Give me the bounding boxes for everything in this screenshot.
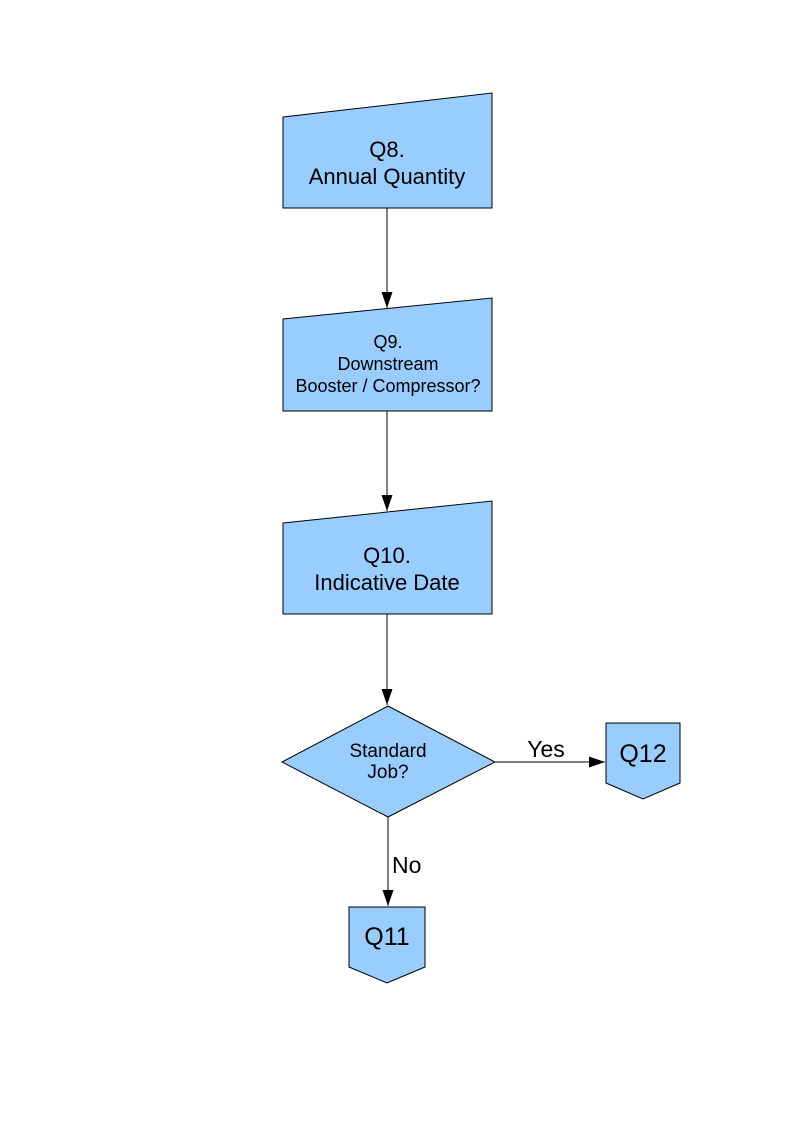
node-q8: Q8. Annual Quantity	[282, 92, 493, 209]
node-q9-label-line3: Booster / Compressor?	[295, 376, 480, 396]
decision-label-line1: Standard	[349, 741, 426, 762]
node-q11-label: Q11	[364, 923, 409, 951]
edge-label-no: No	[392, 852, 421, 878]
node-q8-label-line1: Q8.	[369, 137, 404, 162]
decision-diamond-shape	[280, 705, 497, 818]
edge-label-yes: Yes	[527, 736, 565, 762]
node-q10-label-line1: Q10.	[363, 543, 411, 568]
node-q10: Q10. Indicative Date	[282, 500, 493, 615]
node-q9: Q9. Downstream Booster / Compressor?	[282, 297, 493, 412]
node-q9-label-line1: Q9.	[373, 332, 402, 352]
node-q12-label: Q12	[619, 740, 666, 768]
off-page-connector-shape-q11	[348, 906, 426, 984]
node-q11-connector: Q11	[348, 906, 426, 984]
manual-input-shape-q9	[282, 297, 493, 412]
node-q9-label-line2: Downstream	[337, 354, 438, 374]
node-q12-connector: Q12	[605, 722, 681, 800]
node-q10-label-line2: Indicative Date	[314, 570, 460, 595]
off-page-connector-shape-q12	[605, 722, 681, 800]
decision-label-line2: Job?	[367, 762, 408, 783]
manual-input-shape-q10	[282, 500, 493, 615]
node-q8-label-line2: Annual Quantity	[309, 164, 466, 189]
manual-input-shape-q8	[282, 92, 493, 209]
node-standard-job-decision: Standard Job?	[280, 705, 497, 818]
